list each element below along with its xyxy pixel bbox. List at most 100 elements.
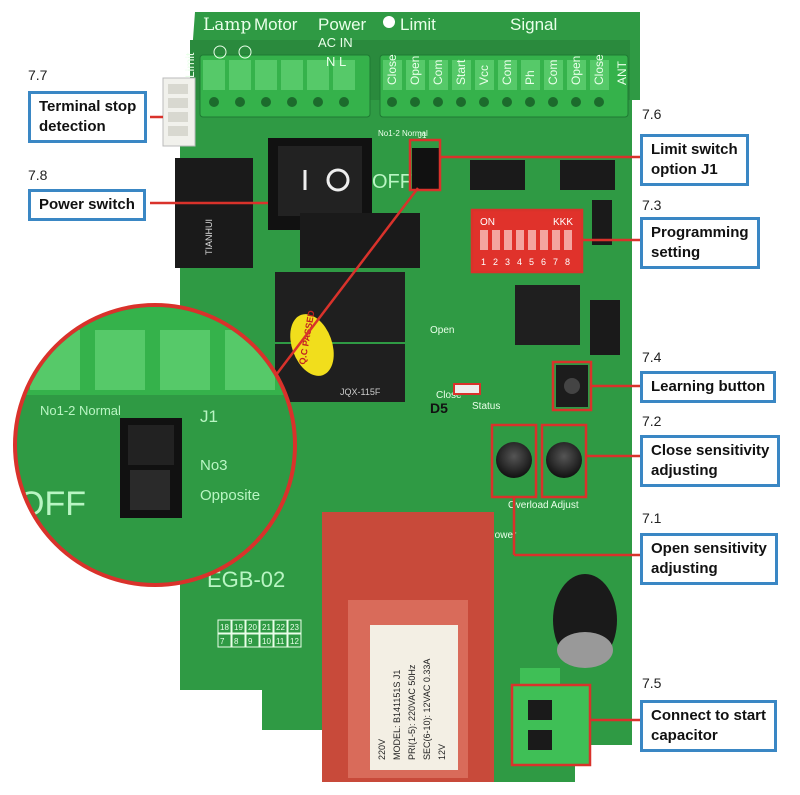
terminal-label: Start bbox=[454, 59, 468, 85]
grid-number: 21 bbox=[262, 623, 271, 632]
svg-text:Status: Status bbox=[472, 401, 500, 412]
dip-number: 4 bbox=[517, 257, 522, 267]
header-motor: Motor bbox=[254, 15, 298, 34]
header-acin: AC IN bbox=[318, 35, 353, 50]
terminal-label: Com bbox=[500, 60, 514, 85]
grid-number: 22 bbox=[276, 623, 285, 632]
terminal-label: Open bbox=[408, 56, 422, 85]
callout-number-7-8: 7.8 bbox=[28, 167, 48, 183]
svg-text:Overload Adjust: Overload Adjust bbox=[508, 500, 579, 511]
grid-cell bbox=[259, 633, 274, 648]
grid-cell bbox=[259, 619, 274, 634]
off-label-board: OFF bbox=[372, 171, 412, 193]
callout-open-sensitivity: Open sensitivity adjusting bbox=[640, 533, 778, 585]
terminal-block-right bbox=[379, 54, 629, 118]
transformer-line: SEC(6-10): 12VAC 0.33A bbox=[422, 659, 432, 760]
grid-number: 9 bbox=[248, 637, 253, 646]
relay-tianhui: TIANHUI bbox=[175, 158, 253, 268]
svg-text:Opposite: Opposite bbox=[200, 487, 260, 504]
grid-cell bbox=[245, 633, 260, 648]
zoom-inset: No1-2 Normal J1 No3 Opposite OFF bbox=[13, 303, 297, 587]
callout-close-sensitivity: Close sensitivity adjusting bbox=[640, 435, 781, 487]
callout-number-7-3: 7.3 bbox=[642, 197, 662, 213]
header-lamp: Lamp bbox=[203, 15, 252, 35]
callout-limit-switch: Limit switch option J1 bbox=[640, 134, 749, 186]
grid-cell bbox=[245, 619, 260, 634]
terminal-block-left bbox=[199, 54, 371, 118]
grid-number: 18 bbox=[220, 623, 229, 632]
grid-number: 23 bbox=[290, 623, 299, 632]
callout-number-7-7: 7.7 bbox=[28, 67, 48, 83]
svg-text:J1: J1 bbox=[418, 131, 427, 140]
dip-number: 5 bbox=[529, 257, 534, 267]
callout-number-7-1: 7.1 bbox=[642, 510, 662, 526]
capacitor bbox=[553, 574, 617, 668]
callout-power-switch: Power switch bbox=[28, 189, 146, 221]
dip-number: 3 bbox=[505, 257, 510, 267]
dip-number: 2 bbox=[493, 257, 498, 267]
grid-number: 10 bbox=[262, 637, 271, 646]
header-nl: N L bbox=[326, 54, 346, 69]
grid-cell bbox=[217, 633, 232, 648]
svg-text:No1-2 Normal: No1-2 Normal bbox=[40, 403, 121, 418]
dip-number: 6 bbox=[541, 257, 546, 267]
grid-number: 8 bbox=[234, 637, 239, 646]
svg-text:Close: Close bbox=[436, 390, 462, 401]
dip-number: 7 bbox=[553, 257, 558, 267]
terminal-label: Com bbox=[431, 60, 445, 85]
svg-text:J1: J1 bbox=[200, 407, 218, 426]
svg-text:KKK: KKK bbox=[553, 217, 573, 228]
transformer-line: 220V bbox=[377, 739, 387, 760]
start-capacitor-connector bbox=[510, 668, 592, 767]
terminal-label: Vcc bbox=[477, 65, 491, 85]
pot-close-board bbox=[540, 423, 588, 499]
svg-text:Power: Power bbox=[488, 530, 517, 541]
d5-label: D5 bbox=[430, 400, 448, 416]
header-limit: Limit bbox=[400, 15, 436, 34]
grid-cell bbox=[231, 633, 246, 648]
grid-number: 12 bbox=[290, 637, 299, 646]
terminal-label: Open bbox=[569, 56, 583, 85]
header-signal: Signal bbox=[510, 15, 557, 34]
svg-text:TIANHUI: TIANHUI bbox=[204, 219, 214, 255]
terminal-label: Ph bbox=[523, 70, 537, 85]
transformer-line: 12V bbox=[437, 744, 447, 760]
transformer: 220V MODEL: B141151S J1 PRI(1-5): 220VAC 5… bbox=[322, 512, 494, 782]
svg-text:No1-2 Normal: No1-2 Normal bbox=[378, 129, 428, 138]
dip-number: 1 bbox=[481, 257, 486, 267]
callout-number-7-2: 7.2 bbox=[642, 413, 662, 429]
terminal-label: Com bbox=[546, 60, 560, 85]
grid-cell bbox=[231, 619, 246, 634]
callout-number-7-4: 7.4 bbox=[642, 349, 662, 365]
dip-number: 8 bbox=[565, 257, 570, 267]
grid-cell bbox=[287, 619, 302, 634]
jumper-j1-board bbox=[408, 138, 442, 192]
svg-text:ON: ON bbox=[480, 217, 495, 228]
learning-button-board bbox=[551, 360, 593, 412]
callout-start-capacitor: Connect to start capacitor bbox=[640, 700, 778, 752]
svg-text:No3: No3 bbox=[200, 457, 228, 474]
grid-number: 7 bbox=[220, 637, 225, 646]
callout-learning-button: Learning button bbox=[640, 371, 777, 403]
callout-terminal-stop: Terminal stop detection bbox=[28, 91, 148, 143]
grid-number: 19 bbox=[234, 623, 243, 632]
callout-number-7-6: 7.6 bbox=[642, 106, 662, 122]
svg-text:Open: Open bbox=[430, 325, 454, 336]
grid-number: 11 bbox=[276, 637, 285, 646]
terminal-label: Close bbox=[385, 54, 399, 85]
transformer-line: PRI(1-5): 220VAC 50Hz bbox=[407, 664, 417, 760]
transformer-line: MODEL: B141151S J1 bbox=[392, 670, 402, 760]
limit-side-label: Limit bbox=[183, 52, 197, 78]
grid-cell bbox=[273, 619, 288, 634]
terminal-label: Close bbox=[592, 54, 606, 85]
qc-sticker: Q.C PASSED bbox=[290, 309, 334, 376]
grid-cell bbox=[287, 633, 302, 648]
svg-text:JQX-115F: JQX-115F bbox=[340, 387, 381, 397]
grid-number: 20 bbox=[248, 623, 257, 632]
header-power: Power bbox=[318, 15, 367, 34]
grid-cell bbox=[273, 633, 288, 648]
grid-cell bbox=[217, 619, 232, 634]
